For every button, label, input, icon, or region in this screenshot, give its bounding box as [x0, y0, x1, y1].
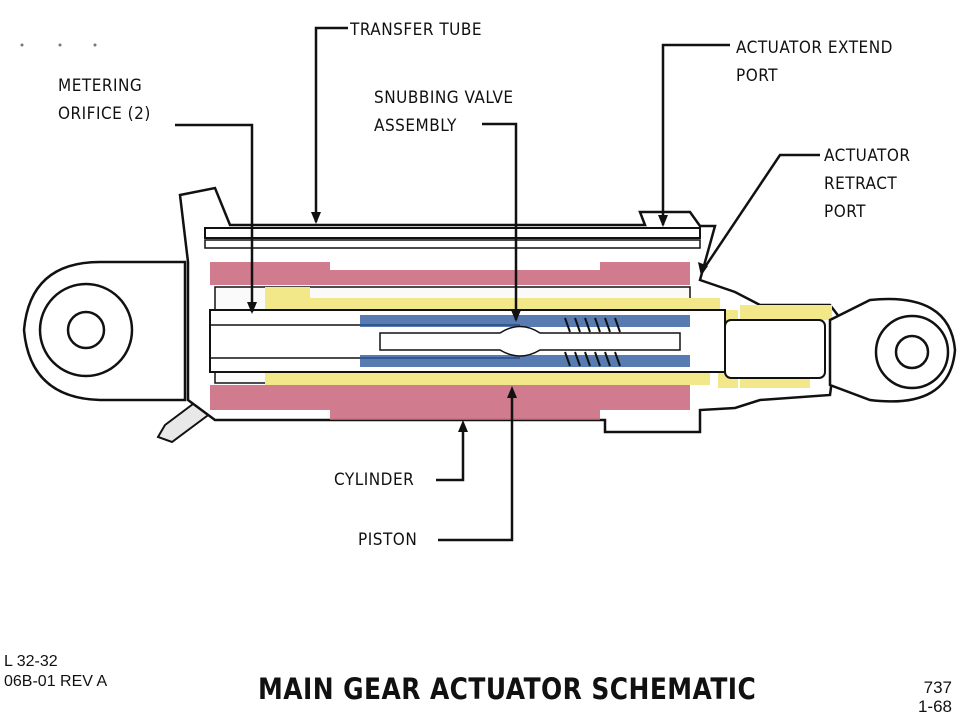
- leader-arrowheads: [247, 212, 708, 432]
- document-id: L 32-32 06B-01 REV A: [4, 652, 107, 692]
- metering-orifice-line-2: ORIFICE (2): [58, 104, 151, 124]
- page-ref-line-2: 1-68: [917, 697, 952, 716]
- retract-port-line-2: RETRACT: [824, 174, 898, 194]
- extend-port-line-1: ACTUATOR EXTEND: [736, 38, 893, 58]
- snubbing-valve-line-2: ASSEMBLY: [374, 116, 457, 136]
- page-ref-line-1: 737: [923, 678, 952, 697]
- label-actuator-retract-port: ACTUATOR RETRACT PORT: [824, 142, 911, 226]
- label-snubbing-valve: SNUBBING VALVE ASSEMBLY: [374, 84, 514, 140]
- label-cylinder: CYLINDER: [334, 466, 414, 494]
- retract-port-line-1: ACTUATOR: [824, 146, 911, 166]
- label-piston: PISTON: [358, 526, 417, 554]
- retract-port-line-3: PORT: [824, 202, 866, 222]
- snubbing-valve: [360, 315, 690, 367]
- label-actuator-extend-port: ACTUATOR EXTEND PORT: [736, 34, 893, 90]
- label-transfer-tube: TRANSFER TUBE: [350, 16, 482, 44]
- diagram-title: MAIN GEAR ACTUATOR SCHEMATIC: [258, 672, 757, 706]
- snubbing-valve-line-1: SNUBBING VALVE: [374, 88, 514, 108]
- transfer-tube-text: TRANSFER TUBE: [350, 20, 483, 40]
- doc-id-line-2: 06B-01 REV A: [4, 673, 108, 690]
- left-rod-end-eye: [22, 260, 187, 402]
- scan-specks: [20, 43, 97, 47]
- right-rod-end-eye: [828, 297, 957, 403]
- leader-lines: [175, 26, 820, 542]
- page-reference: 737 1-68: [912, 678, 952, 716]
- metering-orifice-line-1: METERING: [58, 76, 143, 96]
- extend-port-line-2: PORT: [736, 66, 778, 86]
- label-metering-orifice: METERING ORIFICE (2): [58, 72, 151, 128]
- cylinder-text: CYLINDER: [334, 470, 415, 490]
- piston-text: PISTON: [358, 530, 418, 550]
- doc-id-line-1: L 32-32: [4, 653, 58, 670]
